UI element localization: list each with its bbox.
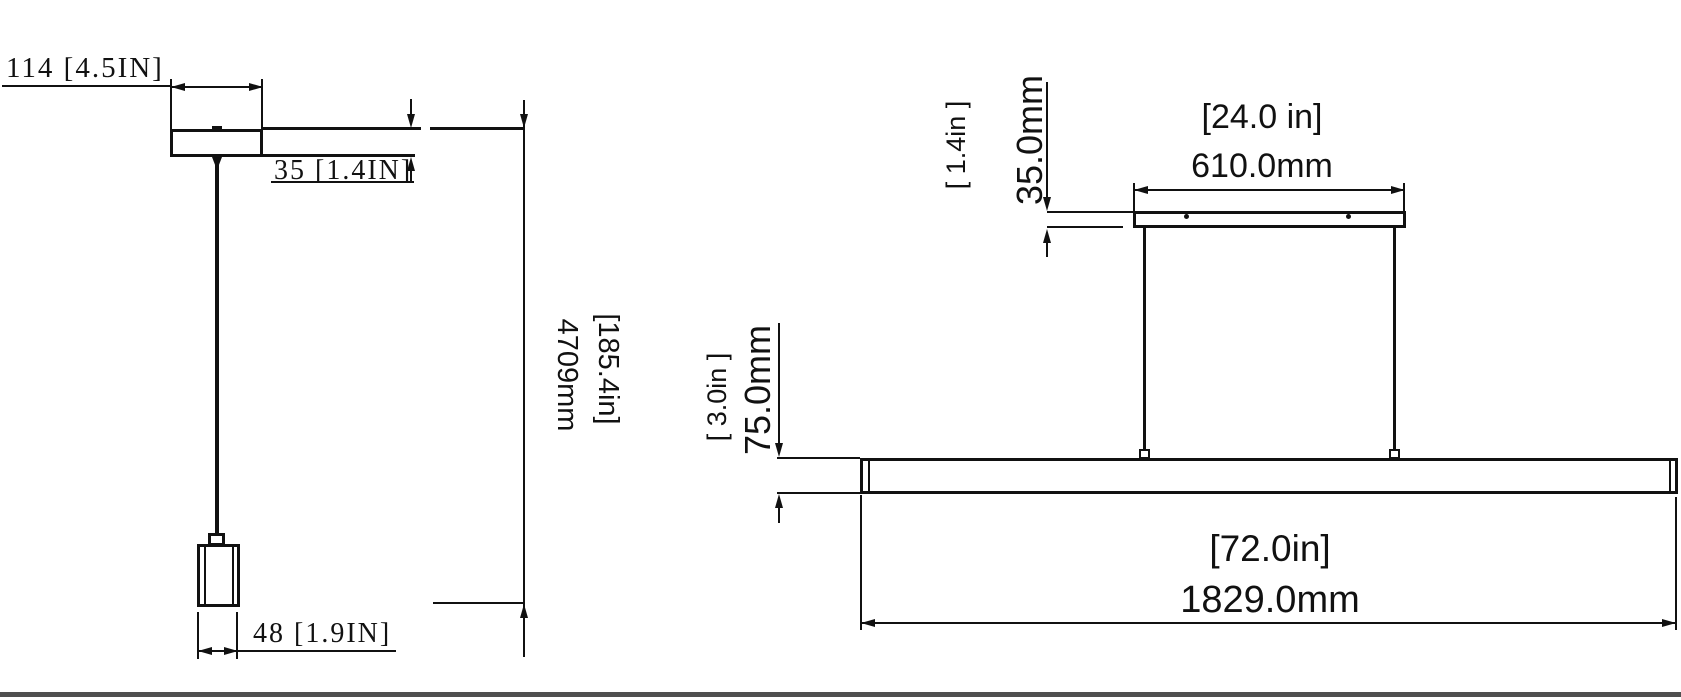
extension-line bbox=[777, 492, 860, 494]
extension-line bbox=[1047, 211, 1133, 213]
arrowhead-up-icon bbox=[775, 494, 783, 508]
dimension-line bbox=[1134, 189, 1405, 191]
dimension-line bbox=[198, 650, 396, 652]
side-canopy-width-label: 114 [4.5IN] bbox=[6, 52, 164, 84]
suspension-cable bbox=[1143, 228, 1146, 451]
extension-line bbox=[197, 612, 199, 659]
suspension-cable bbox=[1393, 228, 1396, 451]
arrow-tail bbox=[410, 169, 412, 182]
side-socket-width-label: 48 [1.9IN] bbox=[253, 618, 392, 649]
fixture-end-cap-edge bbox=[1669, 461, 1671, 491]
canopy-bottom-line bbox=[263, 154, 415, 157]
extension-line bbox=[170, 79, 172, 129]
front-body-length-mm-label: 1829.0mm bbox=[1180, 579, 1360, 621]
front-canopy-thickness-inch-label: [ 1.4in ] bbox=[940, 100, 971, 190]
canopy-screw-hole bbox=[1184, 214, 1189, 219]
extension-line bbox=[1403, 183, 1405, 211]
extension-line bbox=[236, 612, 238, 659]
arrowhead-left-icon bbox=[861, 619, 875, 627]
arrowhead-left-icon bbox=[198, 647, 212, 655]
arrow-tail bbox=[1046, 241, 1048, 257]
fixture-end-cap-edge bbox=[868, 461, 870, 491]
side-canopy-thickness-label: 35 [1.4IN] bbox=[274, 155, 413, 186]
extension-line bbox=[430, 127, 525, 130]
extension-line bbox=[261, 79, 263, 129]
arrowhead-right-icon bbox=[249, 83, 263, 91]
canopy-side bbox=[170, 129, 263, 157]
arrowhead-left-icon bbox=[1134, 186, 1148, 194]
dimension-line bbox=[171, 86, 262, 88]
canopy-center-tick bbox=[212, 126, 222, 129]
suspension-cord bbox=[215, 157, 219, 534]
fixture-body bbox=[860, 458, 1678, 494]
extension-line bbox=[1133, 183, 1135, 211]
arrowhead-down-icon bbox=[775, 443, 783, 457]
leader-line bbox=[2, 85, 171, 87]
dimension-line-vertical bbox=[778, 323, 780, 445]
leader-underline bbox=[271, 181, 414, 183]
socket-inner-edge bbox=[204, 547, 206, 604]
arrow-tail bbox=[410, 99, 412, 115]
dimension-line-vertical bbox=[523, 100, 525, 657]
side-overall-drop-mm-label: 4709mm bbox=[551, 318, 584, 432]
dimension-line bbox=[861, 622, 1676, 624]
front-canopy-width-inch-label: [24.0 in] bbox=[1201, 98, 1323, 136]
extension-line bbox=[777, 457, 860, 459]
arrowhead-up-icon bbox=[1043, 229, 1051, 243]
arrow-tail bbox=[778, 506, 780, 523]
arrowhead-right-icon bbox=[224, 647, 238, 655]
arrowhead-left-icon bbox=[171, 83, 185, 91]
front-body-length-inch-label: [72.0in] bbox=[1209, 528, 1331, 569]
extension-line bbox=[1047, 226, 1123, 228]
arrowhead-up-icon bbox=[407, 157, 415, 171]
canopy-screw-hole bbox=[1346, 214, 1351, 219]
arrowhead-right-icon bbox=[1662, 619, 1676, 627]
arrowhead-down-icon bbox=[1043, 197, 1051, 211]
sheet-bottom-edge bbox=[0, 692, 1681, 697]
cord-strain-relief bbox=[212, 157, 222, 170]
arrowhead-up-icon bbox=[520, 604, 528, 618]
dimension-line-vertical bbox=[1046, 82, 1048, 198]
front-body-height-inch-label: [ 3.0in ] bbox=[701, 352, 732, 442]
front-canopy-thickness-mm-label: 35.0mm bbox=[1009, 74, 1050, 206]
extension-line bbox=[1675, 497, 1677, 630]
side-overall-drop-inch-label: [185.4in] bbox=[592, 313, 625, 425]
ceiling-line bbox=[263, 127, 421, 130]
front-canopy-width-mm-label: 610.0mm bbox=[1191, 147, 1333, 185]
extension-line bbox=[860, 495, 862, 630]
socket-inner-edge bbox=[232, 547, 234, 604]
canopy-front bbox=[1133, 211, 1406, 228]
extension-line bbox=[433, 602, 525, 604]
arrowhead-right-icon bbox=[1391, 186, 1405, 194]
arrowhead-down-icon bbox=[407, 114, 415, 128]
arrowhead-down-icon bbox=[520, 114, 528, 128]
front-body-height-mm-label: 75.0mm bbox=[737, 324, 778, 456]
